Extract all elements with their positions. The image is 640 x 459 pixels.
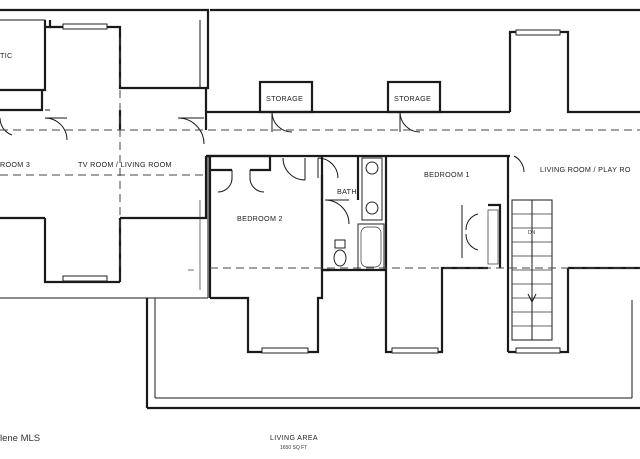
storage-rooms [258,80,442,133]
stair-down-label: DN [528,230,536,236]
mls-watermark: lene MLS [0,433,40,444]
bath [320,156,386,272]
storage-left-label: STORAGE [266,94,303,103]
living-area-title: LIVING AREA [270,435,318,442]
bath-label: BATH [337,187,357,196]
left-wing [0,20,209,299]
bedroom-1 [384,156,510,354]
living-area-size: 1650 SQ FT [280,445,307,451]
tv-room-label: TV ROOM / LIVING ROOM [78,160,172,169]
bedroom-2-label: BEDROOM 2 [237,214,283,223]
living-play-room-label: LIVING ROOM / PLAY RO [540,165,631,174]
attic-label: TIC [0,51,12,60]
right-wing [508,29,640,354]
ridge-lines [0,38,640,270]
bedroom-3-label: ROOM 3 [0,160,30,169]
storage-right-label: STORAGE [394,94,431,103]
bedroom-2 [206,154,324,354]
bedroom-1-label: BEDROOM 1 [424,170,470,179]
